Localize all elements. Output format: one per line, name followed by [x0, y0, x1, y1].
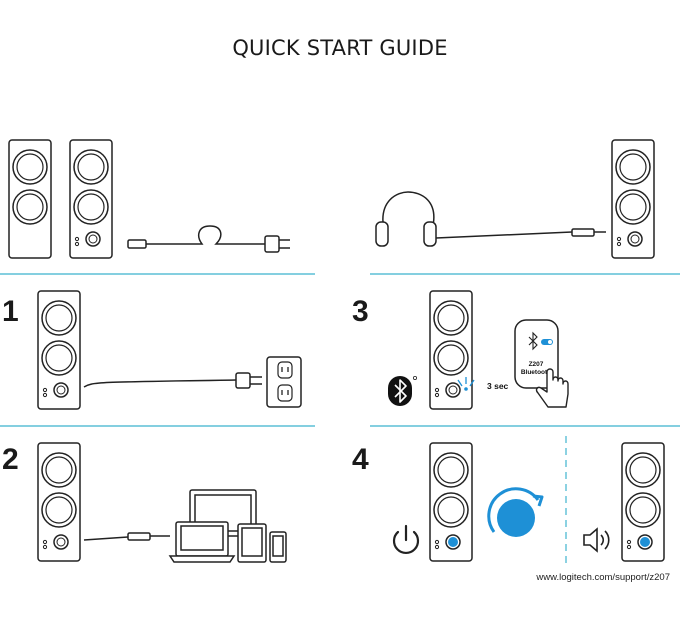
speaker-right-top: [69, 139, 113, 259]
support-url[interactable]: www.logitech.com/support/z207: [536, 572, 670, 583]
volume-icon: [583, 527, 610, 553]
hold-time-label: 3 sec: [487, 381, 509, 391]
step-number-4: 4: [352, 443, 369, 476]
step3-led-rays: [457, 377, 475, 391]
guide-title: QUICK START GUIDE: [232, 36, 448, 60]
bluetooth-icon: [388, 375, 417, 406]
step-number-2: 2: [2, 443, 19, 476]
power-icon: [392, 524, 420, 554]
volume-led-indicator: [640, 537, 650, 547]
step2-audio-cable: [83, 532, 170, 541]
devices-icon: [168, 489, 287, 563]
power-cable-coiled: [127, 225, 290, 253]
step2-speaker: [37, 442, 81, 562]
step1-speaker: [37, 290, 81, 410]
step3-speaker: [429, 290, 473, 410]
speaker-right-top-headphones: [611, 139, 655, 259]
volume-knob-icon: [487, 487, 544, 537]
step-number-1: 1: [2, 295, 19, 328]
speaker-left-top: [8, 139, 52, 259]
step1-power-cable: [83, 372, 262, 389]
phone-device-name: Z207: [529, 361, 544, 368]
power-led-indicator: [448, 537, 458, 547]
section-dividers: [0, 273, 680, 565]
headphones-icon: [375, 191, 606, 247]
power-outlet-icon: [266, 356, 302, 408]
top-left-speaker-pair: [8, 139, 113, 259]
step-number-3: 3: [352, 295, 369, 328]
phone-device-type: Bluetooth: [521, 369, 551, 376]
hand-press-icon: [535, 368, 569, 408]
